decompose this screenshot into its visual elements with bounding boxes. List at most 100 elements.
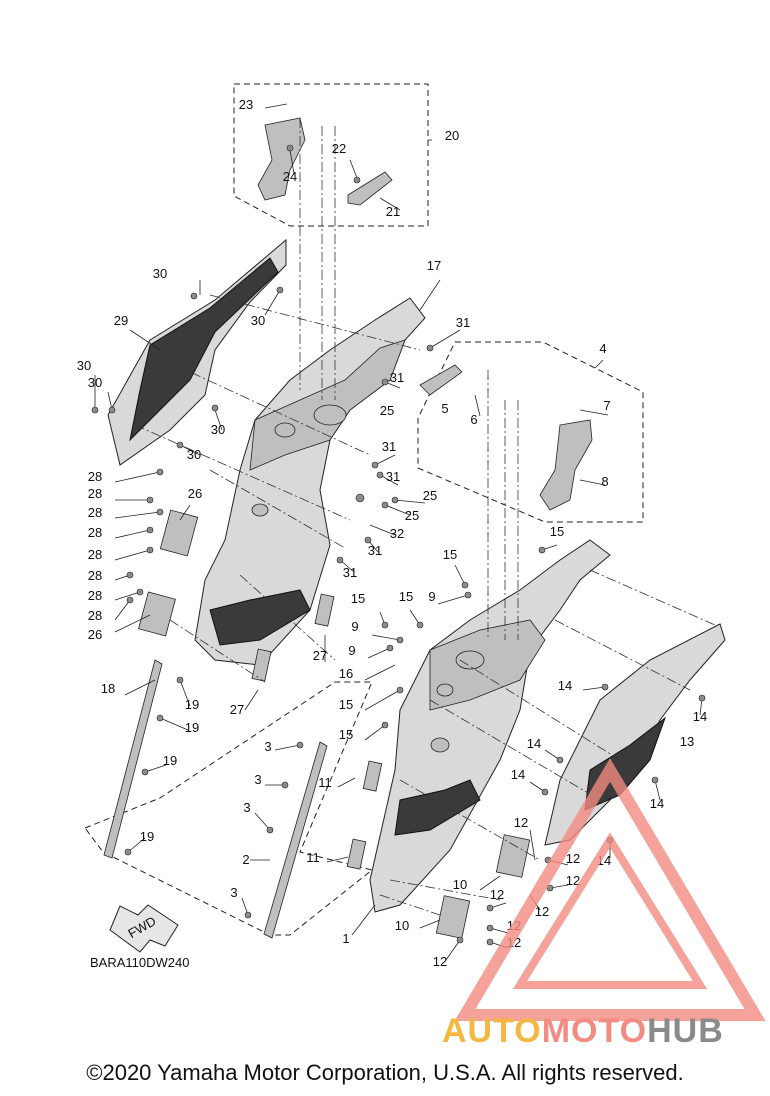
callout-12: 12 [566,851,580,866]
callout-2: 2 [242,852,249,867]
callout-19: 19 [185,697,199,712]
fasteners [91,144,706,946]
callout-7: 7 [603,398,610,413]
hinge-26-upper [159,509,199,557]
callout-12: 12 [566,873,580,888]
callout-31: 31 [390,370,404,385]
callout-25: 25 [423,488,437,503]
parts-exploded-diagram: 1233334567899910101111121212121212121213… [77,83,766,1021]
striker-27-lower [251,648,272,682]
callout-30: 30 [88,375,102,390]
callout-28: 28 [88,568,102,583]
callout-9: 9 [348,643,355,658]
callout-9: 9 [428,589,435,604]
callout-28: 28 [88,525,102,540]
callout-13: 13 [680,734,694,749]
door-frame-17 [194,297,426,666]
callout-14: 14 [693,709,707,724]
callout-21: 21 [386,204,400,219]
callout-28: 28 [88,469,102,484]
callout-17: 17 [427,258,441,273]
callout-28: 28 [88,505,102,520]
callout-12: 12 [535,904,549,919]
callout-31: 31 [382,439,396,454]
callout-31: 31 [343,565,357,580]
assembly-box-lower-left [84,681,374,936]
callout-15: 15 [351,591,365,606]
callout-3: 3 [243,800,250,815]
callout-28: 28 [88,547,102,562]
callout-30: 30 [187,447,201,462]
watermark-brand: AUTOMOTOHUB [442,1012,724,1051]
callout-31: 31 [456,315,470,330]
callout-14: 14 [511,767,525,782]
callout-8: 8 [601,474,608,489]
leader-lines [94,103,703,961]
callout-18: 18 [101,681,115,696]
callout-31: 31 [368,543,382,558]
diagram-code: BARA110DW240 [90,955,189,970]
callout-30: 30 [153,266,167,281]
callout-23: 23 [239,97,253,112]
callout-30: 30 [77,358,91,373]
callout-14: 14 [558,678,572,693]
callout-12: 12 [433,954,447,969]
callout-14: 14 [527,736,541,751]
callout-10: 10 [453,877,467,892]
callout-9: 9 [351,619,358,634]
watermark-logo [454,758,766,1021]
callout-12: 12 [514,815,528,830]
callout-15: 15 [443,547,457,562]
hinge-26-lower [138,591,176,637]
callout-11: 11 [306,850,320,865]
callout-29: 29 [114,313,128,328]
callout-5: 5 [441,401,448,416]
callout-3: 3 [264,739,271,754]
hinge-10-lower [435,895,471,939]
hinge-10-upper [495,834,531,878]
assembly-box-20 [233,83,429,227]
callout-22: 22 [332,141,346,156]
callout-25: 25 [405,508,419,523]
callout-27: 27 [313,648,327,663]
door-frame-1 [369,539,611,913]
alignment-lines [134,118,716,916]
striker-11-lower [346,838,367,870]
callout-25: 25 [380,403,394,418]
callout-15: 15 [339,697,353,712]
callout-31: 31 [386,469,400,484]
callout-32: 32 [390,526,404,541]
latch-assembly-20 [257,117,393,206]
callout-15: 15 [550,524,564,539]
fwd-arrow: FWD [109,904,179,953]
weatherstrip-18 [103,659,163,859]
watermark-brand-part2: MOTO [541,1012,648,1050]
callout-19: 19 [163,753,177,768]
callout-26: 26 [188,486,202,501]
watermark-brand-part1: AUTO [442,1012,542,1050]
callout-30: 30 [251,313,265,328]
callout-10: 10 [395,918,409,933]
callout-3: 3 [230,885,237,900]
callout-19: 19 [185,720,199,735]
callout-labels: 1233334567899910101111121212121212121213… [77,97,707,969]
callout-15: 15 [399,589,413,604]
callout-24: 24 [283,169,297,184]
copyright-footer: ©2020 Yamaha Motor Corporation, U.S.A. A… [86,1060,684,1085]
callout-16: 16 [339,666,353,681]
striker-27-upper [314,593,335,627]
watermark-brand-part3: HUB [647,1012,724,1050]
callout-15: 15 [339,727,353,742]
callout-3: 3 [254,772,261,787]
callout-6: 6 [470,412,477,427]
callout-28: 28 [88,588,102,603]
callout-14: 14 [650,796,664,811]
callout-28: 28 [88,486,102,501]
callout-27: 27 [230,702,244,717]
callout-19: 19 [140,829,154,844]
striker-11-upper [362,760,383,792]
callout-20: 20 [445,128,459,143]
weatherstrip-2 [263,741,328,939]
callout-1: 1 [342,931,349,946]
callout-12: 12 [490,887,504,902]
